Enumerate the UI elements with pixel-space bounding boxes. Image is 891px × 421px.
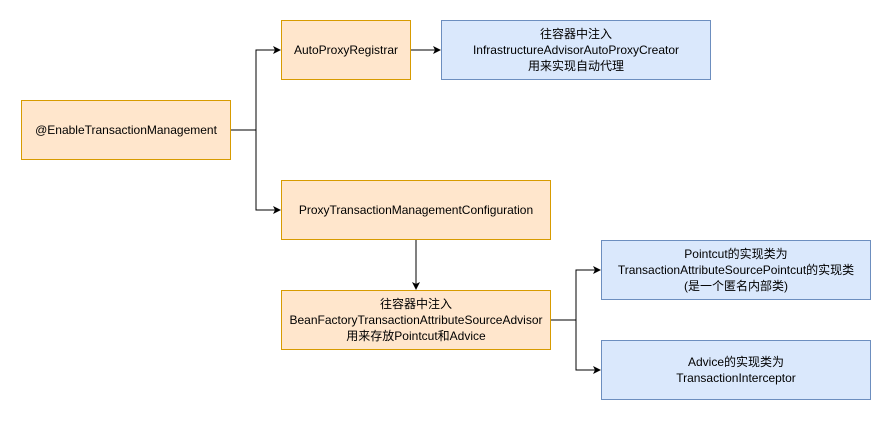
edge-advisor-to-pointcut xyxy=(551,266,601,321)
auto-proxy-creator-note: 往容器中注入 InfrastructureAdvisorAutoProxyCre… xyxy=(441,20,711,80)
node-label: Advice的实现类为 TransactionInterceptor xyxy=(676,355,796,385)
pointcut-note: Pointcut的实现类为 TransactionAttributeSource… xyxy=(601,240,871,300)
node-label: 往容器中注入 BeanFactoryTransactionAttributeSo… xyxy=(289,297,543,343)
edge-enable-to-config xyxy=(231,129,281,214)
edge-enable-to-registrar xyxy=(231,46,281,131)
edge-advisor-to-advice xyxy=(551,319,601,374)
auto-proxy-registrar-node: AutoProxyRegistrar xyxy=(281,20,411,80)
node-label: Pointcut的实现类为 TransactionAttributeSource… xyxy=(617,247,855,293)
transaction-attribute-source-advisor-node: 往容器中注入 BeanFactoryTransactionAttributeSo… xyxy=(281,290,551,350)
node-label: 往容器中注入 InfrastructureAdvisorAutoProxyCre… xyxy=(472,27,680,73)
advice-note: Advice的实现类为 TransactionInterceptor xyxy=(601,340,871,400)
node-label: ProxyTransactionManagementConfiguration xyxy=(298,203,534,217)
node-label: AutoProxyRegistrar xyxy=(293,43,399,57)
proxy-transaction-management-configuration-node: ProxyTransactionManagementConfiguration xyxy=(281,180,551,240)
enable-transaction-management-node: @EnableTransactionManagement xyxy=(21,100,231,160)
node-label: @EnableTransactionManagement xyxy=(35,123,217,137)
